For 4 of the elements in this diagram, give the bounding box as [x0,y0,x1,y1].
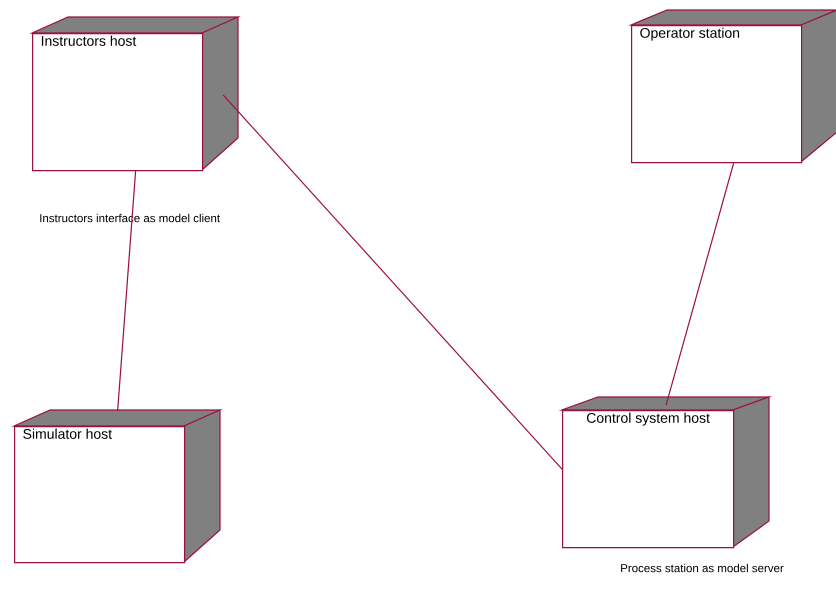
connector-line [117,171,136,412]
connector-line [666,163,734,406]
node-caption: Process station as model server [619,562,785,574]
connector-line [222,94,562,470]
